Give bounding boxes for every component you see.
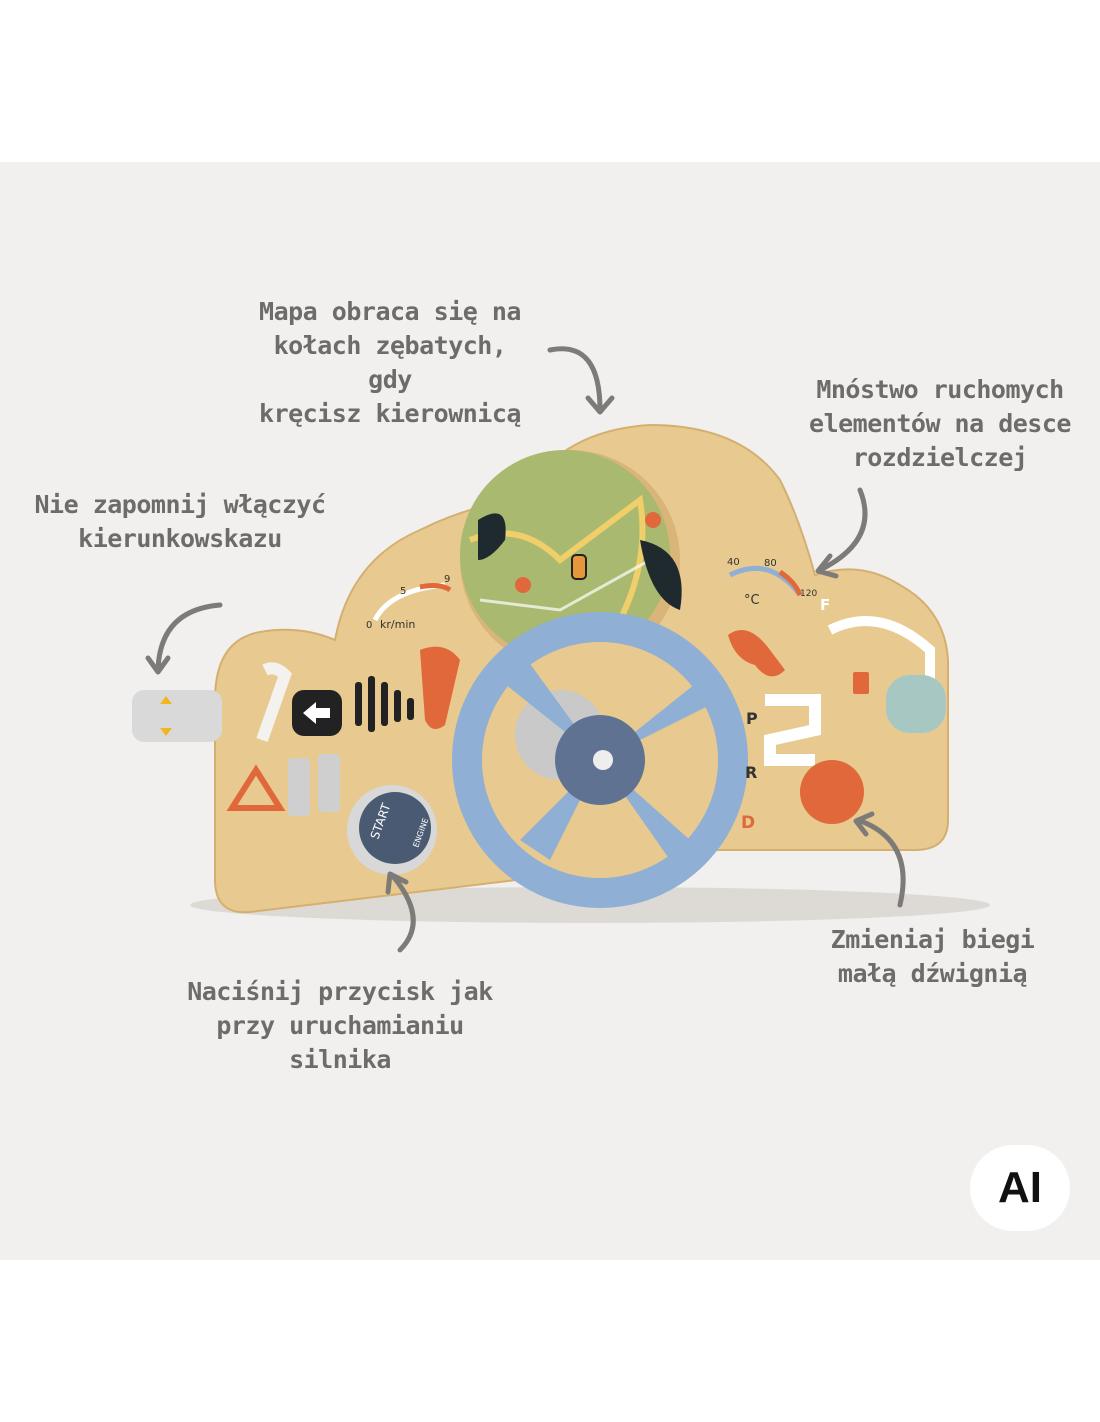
caption-line: kołach zębatych, gdy bbox=[273, 331, 507, 394]
fuel-label: F bbox=[820, 596, 830, 614]
caption-line: kręcisz kierownicą bbox=[259, 399, 521, 428]
annotation-arrows bbox=[145, 346, 906, 953]
temp-tick-80: 80 bbox=[764, 558, 777, 569]
start-button-graphic bbox=[347, 785, 437, 875]
rpm-tick-5: 5 bbox=[400, 586, 406, 597]
caption-start: Naciśnij przycisk jak przy uruchamianiu … bbox=[170, 975, 510, 1077]
temp-unit-label: °C bbox=[744, 593, 760, 608]
ai-badge: AI bbox=[970, 1145, 1070, 1231]
gear-label-r: R bbox=[745, 763, 757, 782]
caption-map: Mapa obraca się na kołach zębatych, gdy … bbox=[250, 295, 530, 431]
caption-indicator: Nie zapomnij włączyć kierunkowskazu bbox=[30, 488, 330, 556]
caption-line: przy uruchamianiu silnika bbox=[216, 1011, 464, 1074]
temp-tick-120: 120 bbox=[800, 589, 817, 599]
rpm-unit-label: kr/min bbox=[380, 618, 415, 631]
orange-lever-right bbox=[728, 630, 785, 677]
temp-tick-40: 40 bbox=[727, 557, 740, 568]
caption-line: Nie zapomnij włączyć bbox=[34, 490, 326, 519]
gear-label-d: D bbox=[741, 813, 755, 833]
hazard-icon bbox=[226, 764, 286, 811]
caption-line: kierunkowskazu bbox=[78, 524, 282, 553]
caption-line: rozdzielczej bbox=[852, 443, 1028, 472]
caption-line: elementów na desce bbox=[809, 409, 1071, 438]
orange-lever-left bbox=[420, 646, 460, 729]
steering-wheel bbox=[452, 612, 748, 908]
caption-elements: Mnóstwo ruchomych elementów na desce roz… bbox=[805, 373, 1075, 475]
caption-line: Mnóstwo ruchomych bbox=[816, 375, 1064, 404]
caption-line: Zmieniaj biegi bbox=[830, 925, 1035, 954]
rpm-tick-9: 9 bbox=[444, 574, 450, 585]
caption-line: Mapa obraca się na bbox=[259, 297, 521, 326]
caption-line: Naciśnij przycisk jak bbox=[187, 977, 493, 1006]
caption-line: małą dźwignią bbox=[837, 959, 1028, 988]
indicator-lever bbox=[132, 690, 222, 742]
caption-gears: Zmieniaj biegi małą dźwignią bbox=[820, 923, 1045, 991]
gear-knob bbox=[800, 760, 864, 824]
fuel-knob bbox=[886, 675, 946, 733]
gear-label-p: P bbox=[746, 709, 758, 728]
rpm-tick-0: 0 bbox=[366, 620, 372, 631]
